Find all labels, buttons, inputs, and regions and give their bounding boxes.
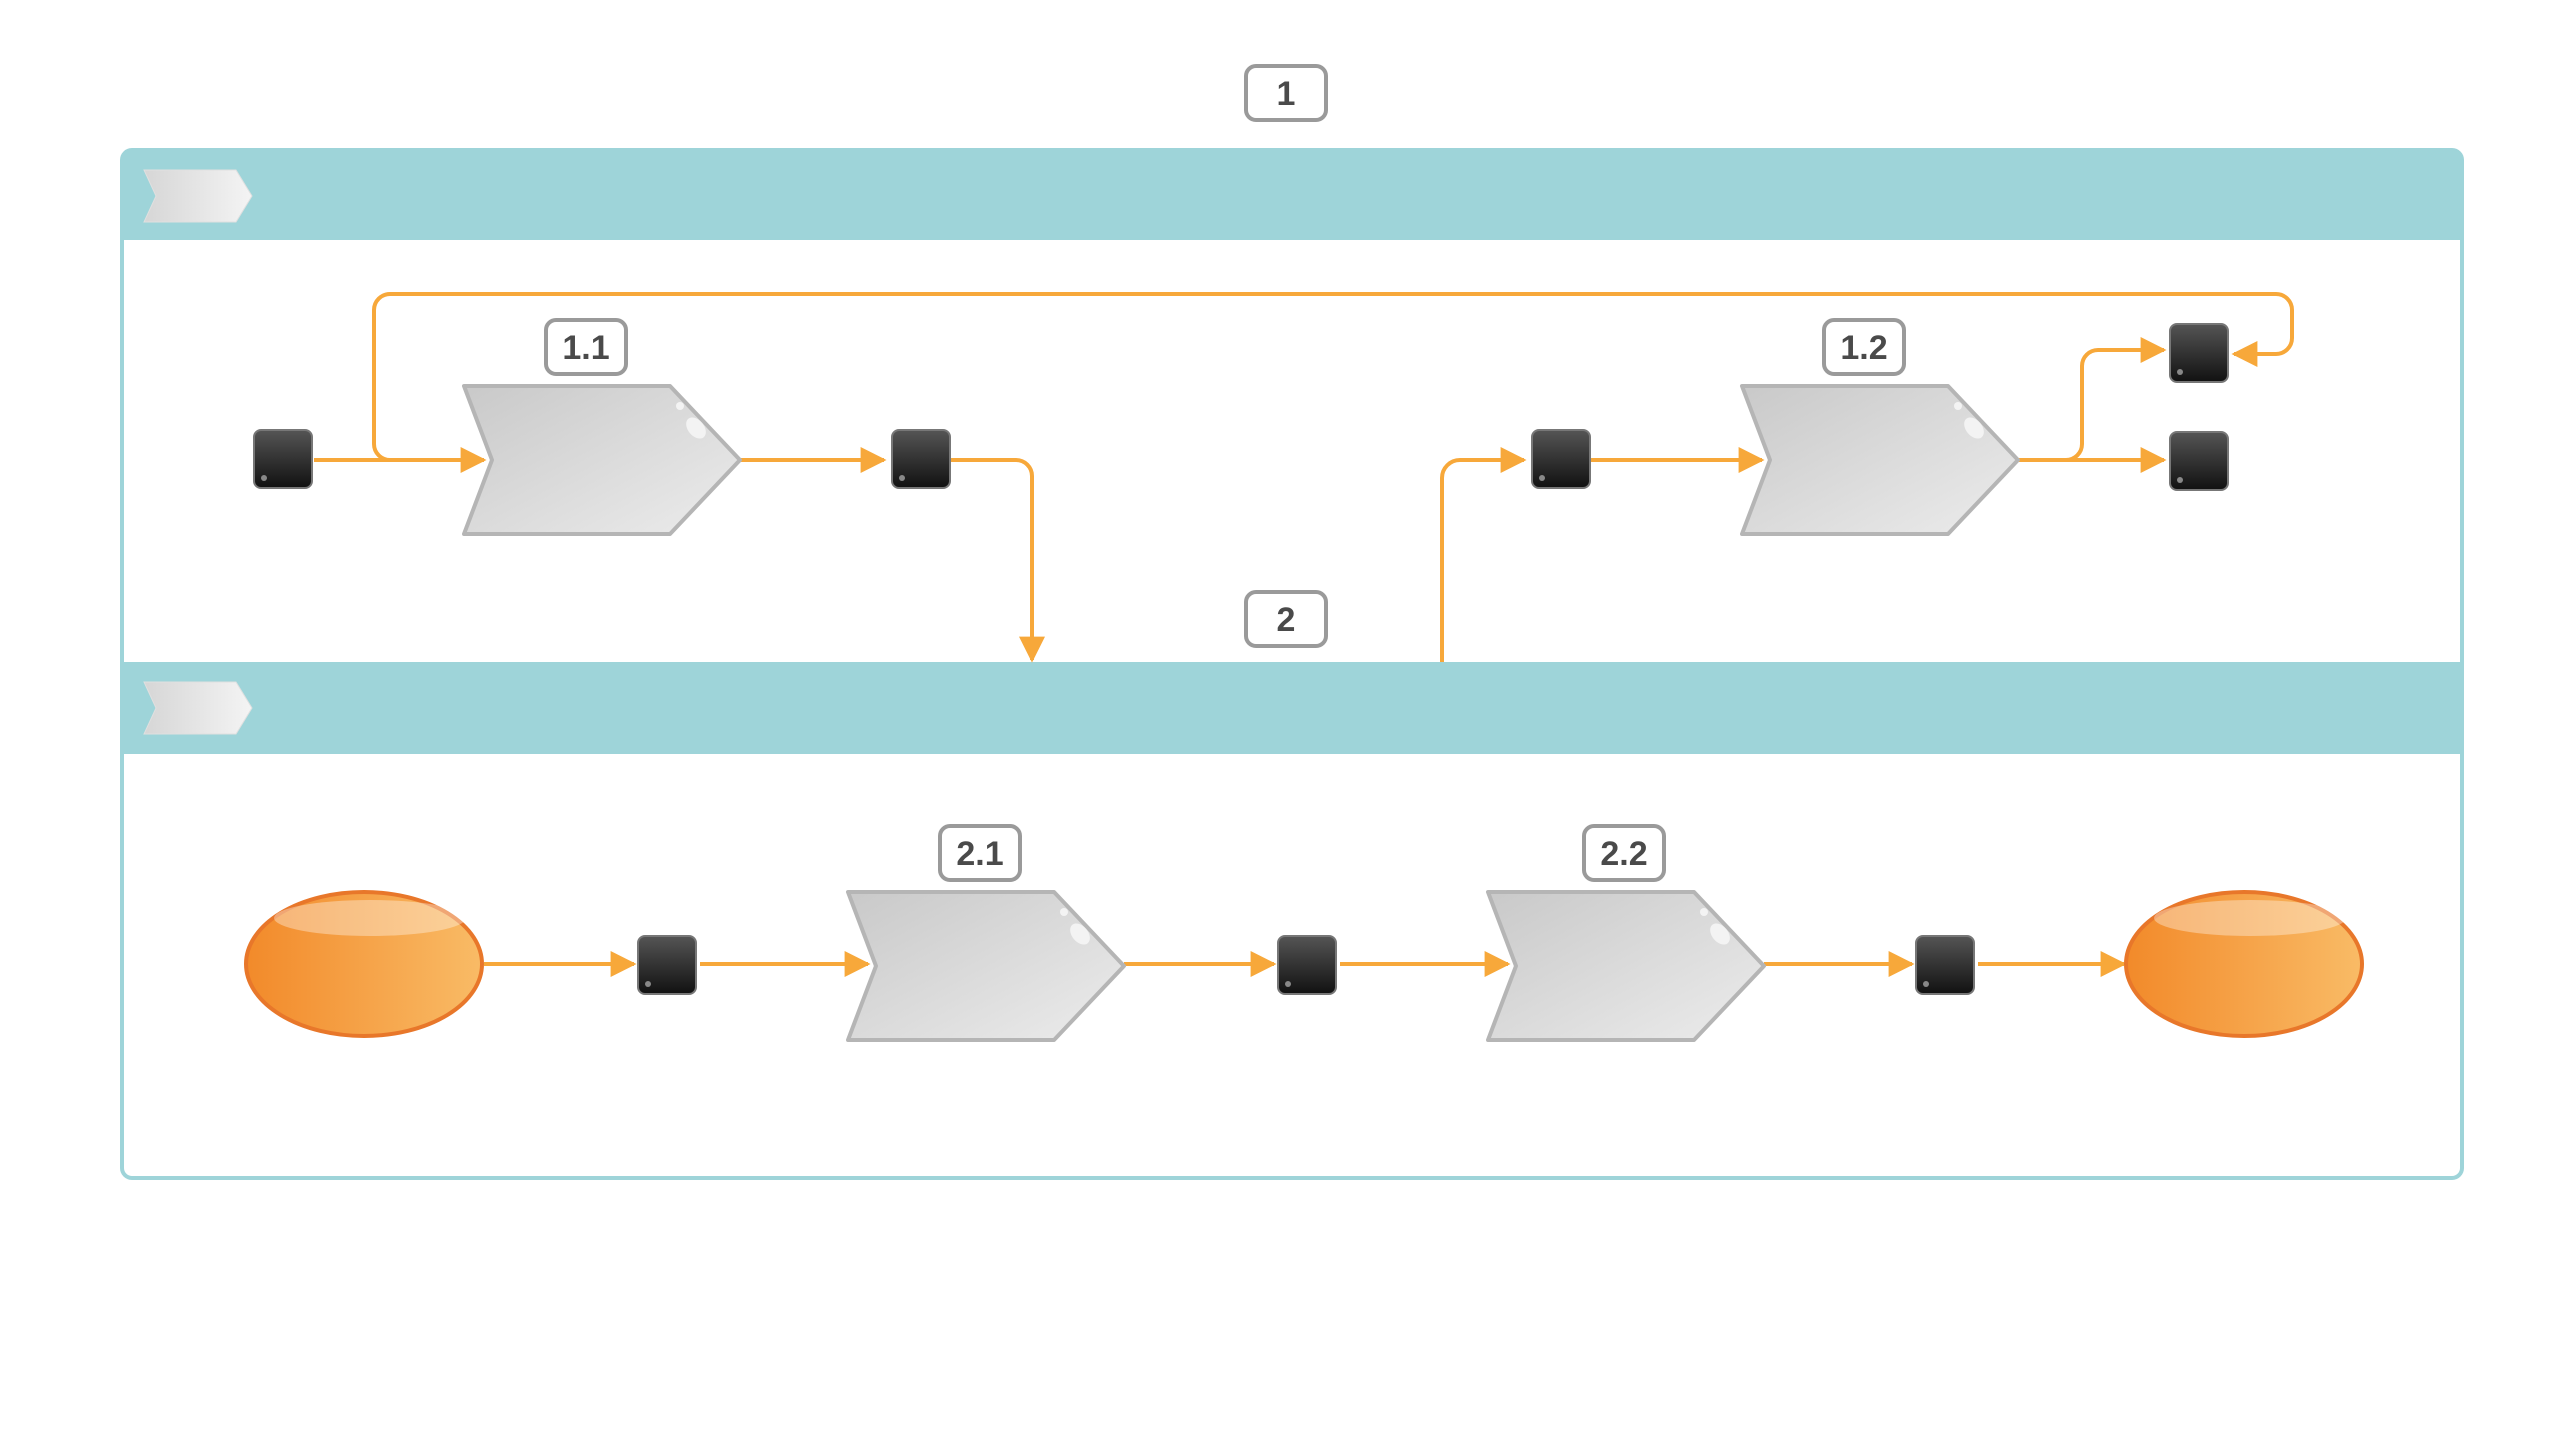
lane-1-number-label: 1	[1244, 64, 1328, 122]
lane-1	[122, 150, 2462, 240]
connector-d2-to-lane2[interactable]	[950, 458, 1045, 663]
lane-2	[122, 662, 2462, 754]
process-2-2[interactable]	[1486, 890, 1766, 1042]
data-object-5-shape[interactable]	[2169, 431, 2229, 491]
process-2-2-shape[interactable]	[1486, 890, 1766, 1042]
process-1-1-number-text: 1.1	[562, 329, 609, 367]
lane-1-tag-icon	[143, 169, 253, 223]
data-object-8[interactable]	[1915, 935, 1975, 995]
process-2-2-highlight	[1710, 923, 1730, 945]
lane-1-number-box	[1244, 64, 1328, 122]
process-2-2-number-label: 2.2	[1582, 824, 1666, 882]
process-2-2-number-text: 2.2	[1600, 835, 1647, 873]
end-event-shape[interactable]	[2124, 890, 2364, 1038]
data-object-5-dot	[2177, 477, 2183, 483]
process-1-1-number-label: 1.1	[544, 318, 628, 376]
process-2-1-highlight-dot	[1060, 908, 1068, 916]
process-1-1-highlight-dot	[676, 402, 684, 410]
process-1-2-number-text: 1.2	[1840, 329, 1887, 367]
data-object-7-shape[interactable]	[1277, 935, 1337, 995]
process-1-2-shape[interactable]	[1740, 384, 2020, 536]
process-2-2-number-box	[1582, 824, 1666, 882]
lane-2-tag-icon	[143, 681, 253, 735]
process-1-1-number-box	[544, 318, 628, 376]
process-1-2-highlight	[1964, 417, 1984, 439]
data-object-6-shape[interactable]	[637, 935, 697, 995]
process-1-2-number-label: 1.2	[1822, 318, 1906, 376]
data-object-2-shape[interactable]	[891, 429, 951, 489]
data-object-2[interactable]	[891, 429, 951, 489]
process-2-1-shape[interactable]	[846, 890, 1126, 1042]
data-object-4[interactable]	[2169, 323, 2229, 383]
data-object-1-dot	[261, 475, 267, 481]
connector-loop-top[interactable]	[372, 292, 2294, 462]
lane-2-number-label: 2	[1244, 590, 1328, 648]
process-1-2-number-box	[1822, 318, 1906, 376]
connector-lane2-to-d3[interactable]	[1440, 447, 1527, 662]
data-objects	[253, 323, 2229, 995]
process-1-1-highlight	[686, 417, 706, 439]
process-1-2-highlight-dot	[1954, 402, 1962, 410]
data-object-7[interactable]	[1277, 935, 1337, 995]
data-object-5[interactable]	[2169, 431, 2229, 491]
process-2-1-highlight	[1070, 923, 1090, 945]
end-event-gloss	[2154, 900, 2346, 936]
data-object-6[interactable]	[637, 935, 697, 995]
data-object-8-dot	[1923, 981, 1929, 987]
data-object-1[interactable]	[253, 429, 313, 489]
process-2-2-highlight-dot	[1700, 908, 1708, 916]
process-2-1[interactable]	[846, 890, 1126, 1042]
process-2-1-number-box	[938, 824, 1022, 882]
process-1-1-shape[interactable]	[462, 384, 742, 536]
data-object-2-dot	[899, 475, 905, 481]
data-object-1-shape[interactable]	[253, 429, 313, 489]
data-object-6-dot	[645, 981, 651, 987]
process-1-2[interactable]	[1740, 384, 2020, 536]
data-object-7-dot	[1285, 981, 1291, 987]
process-2-1-number-text: 2.1	[956, 835, 1003, 873]
process-1-1[interactable]	[462, 384, 742, 536]
process-2-1-number-label: 2.1	[938, 824, 1022, 882]
end-event[interactable]	[2124, 890, 2364, 1038]
start-event-gloss	[274, 900, 466, 936]
connectors	[314, 292, 2294, 977]
data-object-4-shape[interactable]	[2169, 323, 2229, 383]
data-object-3[interactable]	[1531, 429, 1591, 489]
lane-2-number-text: 2	[1277, 601, 1296, 639]
lane-2-header[interactable]	[122, 662, 2462, 754]
data-object-8-shape[interactable]	[1915, 935, 1975, 995]
lane-2-number-box	[1244, 590, 1328, 648]
start-event-shape[interactable]	[244, 890, 484, 1038]
data-object-3-shape[interactable]	[1531, 429, 1591, 489]
lane-1-number-text: 1	[1277, 75, 1296, 113]
lane-1-header[interactable]	[122, 150, 2462, 240]
start-event[interactable]	[244, 890, 484, 1038]
data-object-3-dot	[1539, 475, 1545, 481]
data-object-4-dot	[2177, 369, 2183, 375]
